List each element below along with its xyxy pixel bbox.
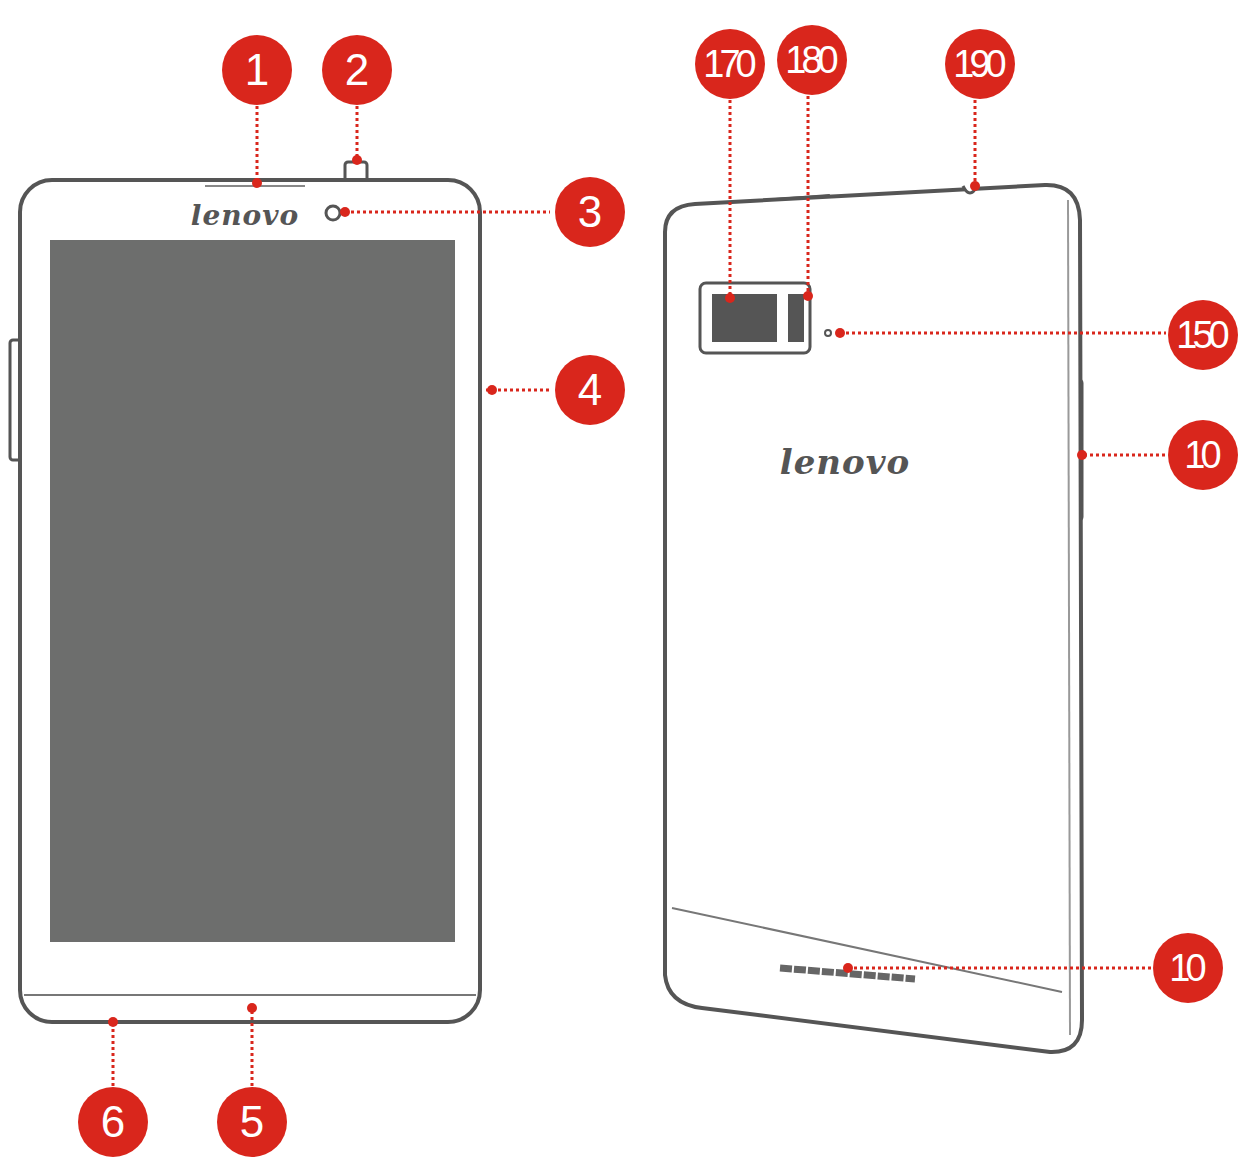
callout-number: 1 [222, 35, 292, 105]
callout-number: 10 [1168, 420, 1238, 490]
callout-number: 150 [1168, 300, 1238, 370]
callout-number: 170 [695, 29, 765, 99]
brand-logo: lenovo [191, 199, 299, 232]
callout-number: 5 [217, 1087, 287, 1157]
callout-number: 2 [322, 35, 392, 105]
callout-number: 180 [777, 25, 847, 95]
callout-number: 6 [78, 1087, 148, 1157]
callout-number: 3 [555, 177, 625, 247]
callout-number: 4 [555, 355, 625, 425]
brand-logo: lenovo [780, 442, 910, 482]
callout-number: 190 [945, 29, 1015, 99]
callout-number: 10 [1153, 933, 1223, 1003]
